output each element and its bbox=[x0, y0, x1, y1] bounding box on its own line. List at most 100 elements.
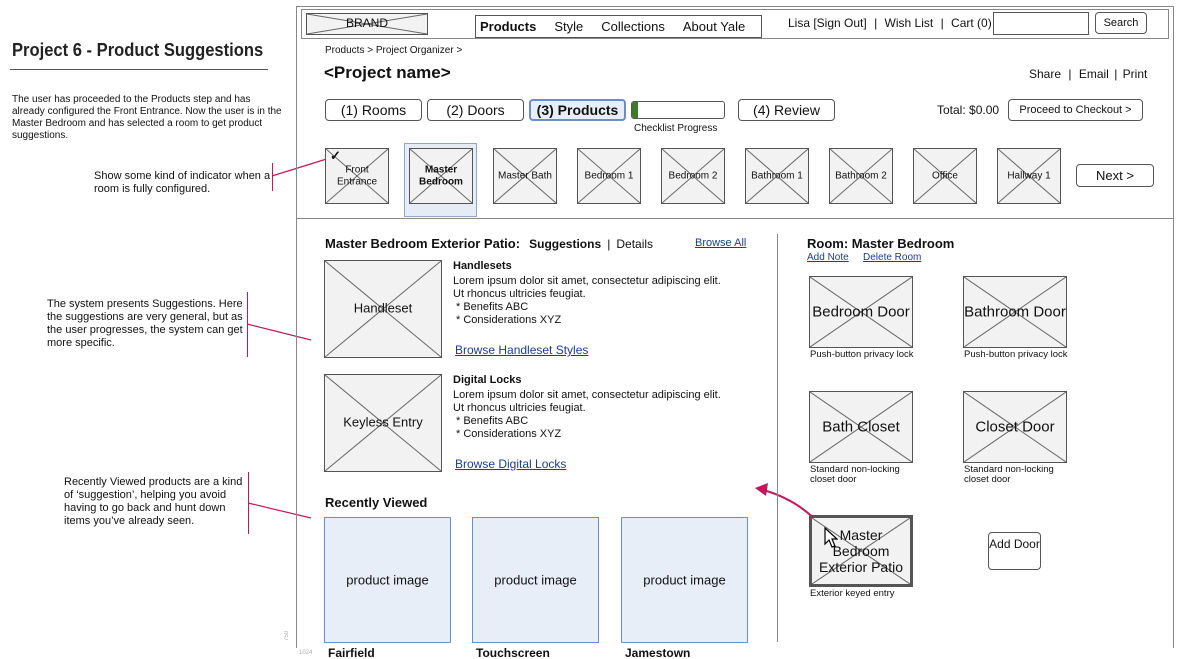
delete-room-link[interactable]: Delete Room bbox=[863, 252, 922, 263]
separator: | bbox=[1068, 67, 1072, 81]
total-price: Total: $0.00 bbox=[937, 103, 1000, 117]
room-bathroom-1[interactable]: Bathroom 1 bbox=[745, 148, 809, 204]
nav-collections[interactable]: Collections bbox=[601, 19, 665, 34]
suggestion-benefits: * Benefits ABC bbox=[456, 301, 529, 313]
note-recent-bar bbox=[248, 472, 249, 534]
recent-product-image[interactable]: product image bbox=[324, 517, 451, 643]
room-front-entrance[interactable]: Front Entrance bbox=[325, 148, 389, 204]
door-bathroom-door[interactable]: Bathroom Door bbox=[963, 276, 1067, 348]
separator: | bbox=[940, 16, 944, 30]
note-suggestions-bar bbox=[247, 292, 248, 357]
recent-product-image[interactable]: product image bbox=[621, 517, 748, 643]
email-link[interactable]: Email bbox=[1078, 67, 1109, 81]
brand-label: BRAND bbox=[345, 16, 388, 31]
door-bedroom-door[interactable]: Bedroom Door bbox=[809, 276, 913, 348]
breadcrumb[interactable]: Products > Project Organizer > bbox=[325, 45, 463, 56]
room-bedroom-2[interactable]: Bedroom 2 bbox=[661, 148, 725, 204]
room-label: Master Bath bbox=[498, 170, 552, 182]
door-closet-door[interactable]: Closet Door bbox=[963, 391, 1067, 463]
add-note-link[interactable]: Add Note bbox=[807, 252, 849, 263]
recent-product-image[interactable]: product image bbox=[472, 517, 599, 643]
room-panel-title: Room: Master Bedroom bbox=[807, 236, 955, 251]
project-description: The user has proceeded to the Products s… bbox=[12, 94, 282, 141]
step-products[interactable]: (3) Products bbox=[529, 99, 626, 121]
suggestion-considerations: * Considerations XYZ bbox=[456, 314, 562, 326]
door-label: Bath Closet bbox=[822, 418, 900, 436]
suggestion-considerations: * Considerations XYZ bbox=[456, 428, 562, 440]
search-input[interactable] bbox=[993, 12, 1089, 35]
door-caption: Exterior keyed entry bbox=[810, 588, 895, 599]
door-bath-closet[interactable]: Bath Closet bbox=[809, 391, 913, 463]
recently-viewed-title: Recently Viewed bbox=[325, 495, 428, 510]
share-link[interactable]: Share bbox=[1029, 67, 1062, 81]
main-nav: Products Style Collections About Yale bbox=[475, 15, 762, 38]
room-master-bath[interactable]: Master Bath bbox=[493, 148, 557, 204]
sign-out-link[interactable]: Lisa [Sign Out] bbox=[788, 16, 867, 30]
room-label: Bathroom 2 bbox=[835, 170, 887, 182]
room-label: Bedroom 2 bbox=[668, 170, 718, 182]
nav-style[interactable]: Style bbox=[554, 19, 584, 34]
suggestion-text: Lorem ipsum dolor sit amet, consectetur … bbox=[453, 275, 721, 300]
suggestions-header: Master Bedroom Exterior Patio: Suggestio… bbox=[325, 236, 653, 251]
door-label: Closet Door bbox=[975, 418, 1055, 436]
recent-product-name[interactable]: Touchscreen bbox=[476, 646, 550, 659]
nav-products[interactable]: Products bbox=[480, 19, 537, 34]
room-office[interactable]: Office bbox=[913, 148, 977, 204]
room-label: Bathroom 1 bbox=[751, 170, 803, 182]
product-image-placeholder: product image bbox=[346, 572, 429, 588]
product-image-placeholder: product image bbox=[494, 572, 577, 588]
header-divider bbox=[296, 218, 1174, 219]
proceed-to-checkout-button[interactable]: Proceed to Checkout > bbox=[1008, 99, 1143, 121]
room-label: Hallway 1 bbox=[1007, 170, 1051, 182]
suggestion-image-keyless-entry[interactable]: Keyless Entry bbox=[324, 374, 442, 472]
room-master-bedroom[interactable]: Master Bedroom bbox=[409, 148, 473, 204]
title-divider bbox=[10, 69, 268, 70]
project-name: <Project name> bbox=[324, 63, 451, 82]
note-recent: Recently Viewed products are a kind of ‘… bbox=[64, 476, 243, 527]
nav-about-yale[interactable]: About Yale bbox=[682, 19, 746, 34]
door-caption: Push-button privacy lock bbox=[810, 349, 914, 360]
cart-link[interactable]: Cart (0) bbox=[951, 16, 992, 30]
door-label: Master Bedroom Exterior Patio bbox=[818, 526, 904, 576]
suggestion-text: Lorem ipsum dolor sit amet, consectetur … bbox=[453, 389, 721, 414]
user-links: Lisa [Sign Out] | Wish List | Cart (0) bbox=[788, 16, 992, 30]
rooms-next-button[interactable]: Next > bbox=[1076, 164, 1154, 187]
print-link[interactable]: Print bbox=[1122, 67, 1148, 81]
tab-details[interactable]: Details bbox=[616, 237, 654, 251]
room-bathroom-2[interactable]: Bathroom 2 bbox=[829, 148, 893, 204]
door-caption: Push-button privacy lock bbox=[964, 349, 1068, 360]
configured-check-icon: ✓ bbox=[330, 148, 341, 163]
suggestion-browse-link[interactable]: Browse Digital Locks bbox=[455, 457, 567, 471]
checklist-progress-label: Checklist Progress bbox=[634, 123, 718, 134]
suggestion-benefits: * Benefits ABC bbox=[456, 415, 529, 427]
checklist-progress-bar bbox=[631, 101, 725, 119]
wireframe-frame bbox=[296, 6, 1174, 648]
wish-list-link[interactable]: Wish List bbox=[884, 16, 934, 30]
brand-logo[interactable]: BRAND bbox=[306, 13, 428, 35]
room-hallway-1[interactable]: Hallway 1 bbox=[997, 148, 1061, 204]
room-bedroom-1[interactable]: Bedroom 1 bbox=[577, 148, 641, 204]
door-label: Bathroom Door bbox=[964, 303, 1066, 321]
recent-product-name[interactable]: Jamestown bbox=[625, 646, 691, 659]
suggestion-image-handleset[interactable]: Handleset bbox=[324, 260, 442, 358]
suggestion-image-label: Keyless Entry bbox=[343, 414, 423, 430]
suggestion-heading: Handlesets bbox=[453, 260, 512, 272]
step-rooms[interactable]: (1) Rooms bbox=[325, 99, 422, 121]
tab-separator: | bbox=[607, 237, 611, 251]
add-door-button[interactable]: Add Door bbox=[988, 532, 1041, 570]
browse-all-link[interactable]: Browse All bbox=[695, 237, 747, 249]
room-label: Front Entrance bbox=[336, 164, 378, 188]
suggestions-title: Master Bedroom Exterior Patio: bbox=[325, 236, 521, 251]
door-caption: Standard non-locking closet door bbox=[964, 464, 1054, 485]
suggestion-browse-link[interactable]: Browse Handleset Styles bbox=[455, 343, 589, 357]
search-button[interactable]: Search bbox=[1095, 12, 1147, 34]
recent-product-name[interactable]: Fairfield bbox=[328, 646, 375, 659]
room-label: Office bbox=[932, 170, 958, 182]
step-doors[interactable]: (2) Doors bbox=[427, 99, 524, 121]
door-master-bedroom-exterior-patio[interactable]: Master Bedroom Exterior Patio bbox=[809, 515, 913, 587]
tab-suggestions[interactable]: Suggestions bbox=[529, 237, 602, 251]
step-review[interactable]: (4) Review bbox=[738, 99, 835, 121]
share-links: Share | Email | Print bbox=[1029, 67, 1147, 81]
